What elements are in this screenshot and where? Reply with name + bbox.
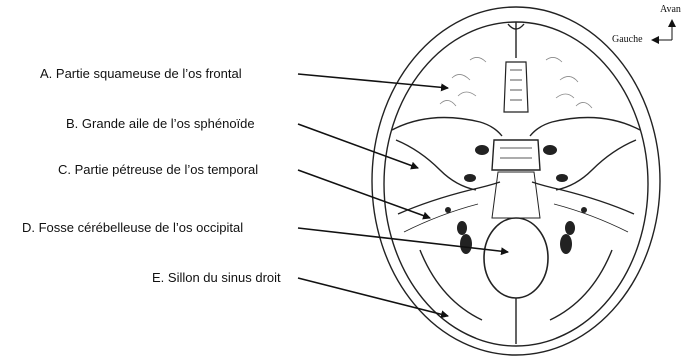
posterior-fossa-left — [420, 250, 482, 320]
arrow-d — [298, 228, 508, 252]
clivus — [492, 172, 540, 218]
foramen-magnum — [484, 218, 548, 298]
orientation-compass — [652, 20, 672, 40]
arrow-c — [298, 170, 430, 218]
arrow-a — [298, 74, 448, 88]
label-b: B. Grande aile de l’os sphénoïde — [66, 116, 255, 131]
orientation-front-label: Avan — [660, 4, 681, 15]
posterior-fossa-right — [550, 250, 612, 320]
skull-drawing — [372, 7, 660, 355]
foramina — [445, 145, 587, 254]
label-d: D. Fosse cérébelleuse de l’os occipital — [22, 220, 243, 235]
sella-turcica — [492, 140, 540, 170]
frontal-impressions — [440, 57, 592, 108]
orientation-left-label: Gauche — [612, 34, 643, 45]
label-c: C. Partie pétreuse de l’os temporal — [58, 162, 258, 177]
middle-fossa-right — [556, 140, 636, 190]
lesser-wing-right — [530, 118, 640, 137]
arrow-b — [298, 124, 418, 168]
pointer-arrows — [298, 74, 508, 316]
label-e: E. Sillon du sinus droit — [152, 270, 281, 285]
arrow-e — [298, 278, 448, 316]
label-a: A. Partie squameuse de l’os frontal — [40, 66, 242, 81]
cribriform-plate — [504, 62, 528, 112]
lesser-wing-left — [392, 118, 502, 137]
